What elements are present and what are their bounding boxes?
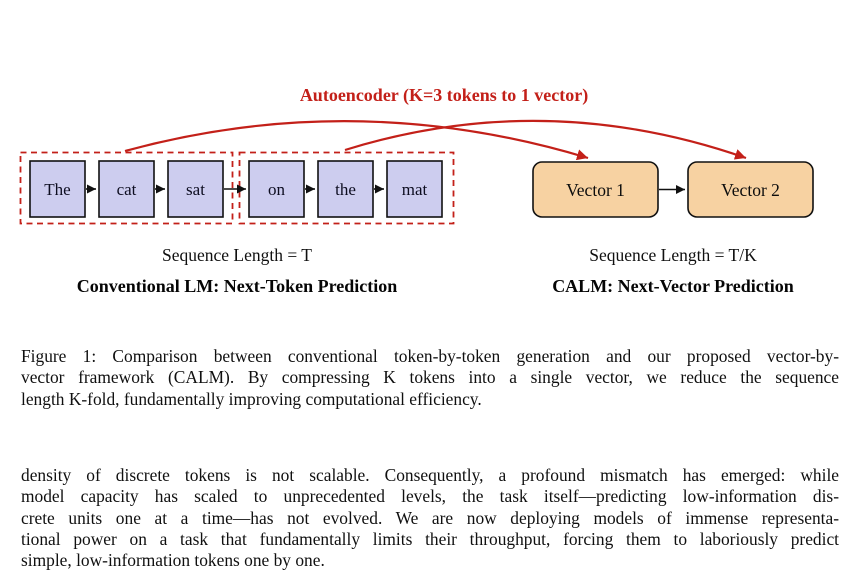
figure-caption: Figure 1: Comparison between conventiona… <box>21 346 839 410</box>
token-box-mat <box>386 160 443 218</box>
body-line: density of discrete tokens is not scalab… <box>21 465 839 485</box>
method-label-right: CALM: Next-Vector Prediction <box>552 276 794 296</box>
token-box-on <box>248 160 305 218</box>
caption-line: Figure 1: Comparison between conventiona… <box>21 346 839 366</box>
body-paragraph: density of discrete tokens is not scalab… <box>21 465 839 571</box>
token-label: sat <box>186 180 205 199</box>
encode-arrow-group2-to-vector2 <box>344 119 747 160</box>
method-label-left: Conventional LM: Next-Token Prediction <box>77 276 398 296</box>
vector-label: Vector 1 <box>566 180 625 200</box>
token-box-sat <box>167 160 224 218</box>
body-line: model capacity has scaled to unprecedent… <box>21 486 839 507</box>
encode-arrow-group1-to-vector1 <box>124 120 589 161</box>
token-label: the <box>335 180 356 199</box>
token-box-the2 <box>317 160 374 218</box>
sequence-length-label-left: Sequence Length = T <box>162 245 312 265</box>
token-box-the1 <box>29 160 86 218</box>
vector-box-1 <box>532 161 659 218</box>
token-label: mat <box>402 180 428 199</box>
autoencoder-title: Autoencoder (K=3 tokens to 1 vector) <box>300 85 588 106</box>
vector-box-2 <box>687 161 814 218</box>
token-label: on <box>268 180 286 199</box>
figure-svg: Autoencoder (K=3 tokens to 1 vector) The… <box>19 85 814 296</box>
body-line: crete units one at a time—has not evolve… <box>21 507 839 528</box>
token-label: cat <box>117 180 137 199</box>
body-line: tional power on a task that fundamentall… <box>21 528 839 549</box>
token-group-2-dashed-box <box>238 151 455 225</box>
token-group-1-dashed-box <box>19 151 234 225</box>
token-box-cat <box>98 160 155 218</box>
token-label: The <box>44 180 70 199</box>
caption-line: length K-fold, fundamentally improving c… <box>21 388 482 409</box>
vector-label: Vector 2 <box>721 180 780 200</box>
body-line: simple, low-information tokens one by on… <box>21 550 325 571</box>
caption-line: vector framework (CALM). By compressing … <box>21 367 839 388</box>
figure-diagram: Autoencoder (K=3 tokens to 1 vector) The… <box>19 85 814 296</box>
sequence-length-label-right: Sequence Length = T/K <box>589 245 757 265</box>
